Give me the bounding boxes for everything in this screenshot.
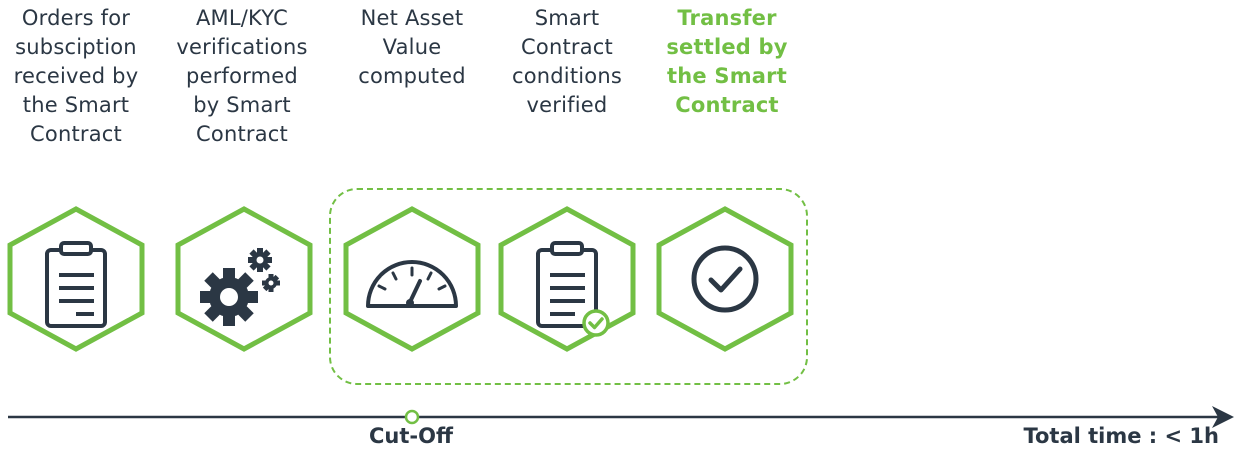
clipboard-icon <box>6 205 146 353</box>
check-circle-icon <box>655 205 795 353</box>
gears-icon <box>174 205 314 353</box>
step-label-transfer: Transfer settled by the Smart Contract <box>666 6 788 117</box>
step-label-aml-kyc: AML/KYC verifications performed by Smart… <box>176 6 308 146</box>
step-label-orders: Orders for subsciption received by the S… <box>13 6 139 146</box>
cutoff-label: Cut-Off <box>369 424 453 448</box>
gauge-icon <box>342 205 482 353</box>
total-time-label: Total time : < 1h <box>1023 424 1219 448</box>
step-label-conditions: Smart Contract conditions verified <box>511 6 623 117</box>
grouped-steps-box <box>329 188 808 385</box>
timeline-arrow <box>0 400 1239 440</box>
clipboard-check-icon <box>497 205 637 353</box>
step-label-nav: Net Asset Value computed <box>358 6 466 88</box>
